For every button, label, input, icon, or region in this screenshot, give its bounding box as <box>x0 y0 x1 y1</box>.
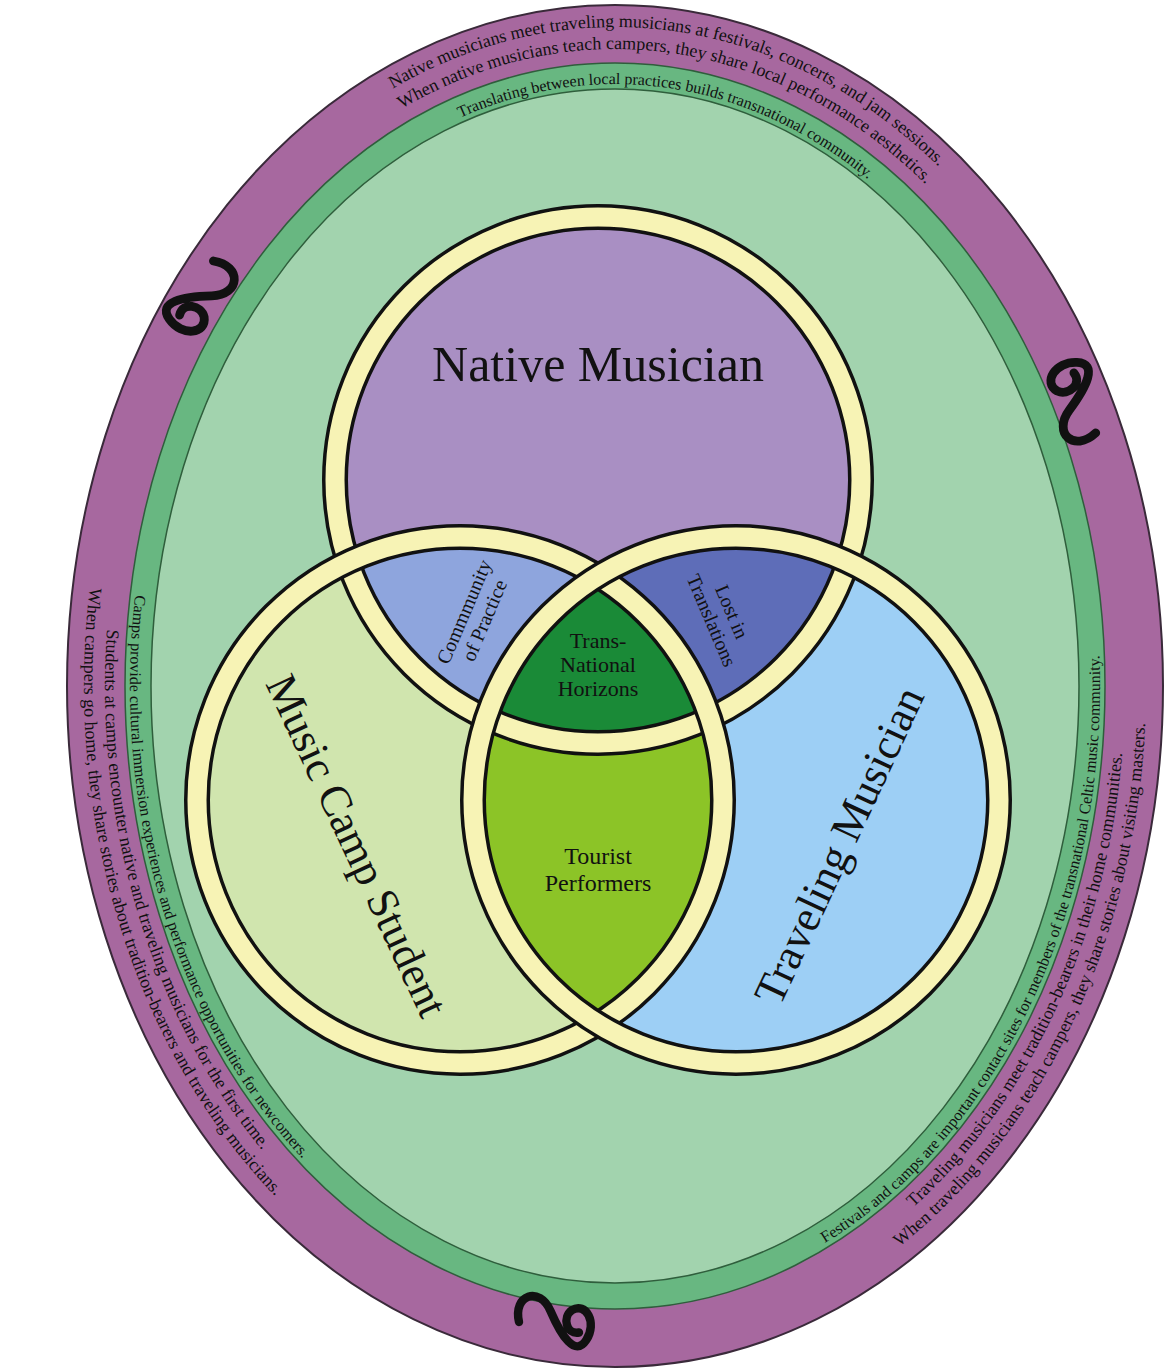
overlap-region: Commmunity of Practice <box>429 552 518 680</box>
ring-band <box>473 537 999 1063</box>
circle-label: Traveling Musician <box>741 675 939 1017</box>
ring-outline <box>335 217 861 743</box>
native-fill <box>335 217 861 743</box>
label-wrap: Traveling Musician <box>741 675 939 1017</box>
overlap-region: Lost in Translations <box>677 552 766 680</box>
purple-band-shape <box>67 5 1163 1367</box>
circle-label: Music Camp Student <box>251 662 461 1029</box>
circle-label: Native Musician <box>428 334 768 396</box>
clef-ornament <box>161 251 240 341</box>
inner-ground <box>151 89 1079 1283</box>
overlap-region: Trans- National Horizons <box>547 628 649 702</box>
region-label: Tourist Performers <box>533 843 663 897</box>
ring-band <box>335 217 861 743</box>
ring-outline <box>473 537 999 1063</box>
ring-text: When campers go home, they share stories… <box>80 587 287 1199</box>
overlap-region: Tourist Performers <box>532 842 664 898</box>
clef-ornament <box>1042 357 1112 446</box>
ring-text: Translating between local practices buil… <box>455 70 877 182</box>
label-wrap: Music Camp Student <box>251 662 461 1029</box>
clef-ornament <box>514 1294 594 1348</box>
region-label: Lost in Translations <box>679 553 766 679</box>
region-label: Trans- National Horizons <box>548 629 648 701</box>
ring-text: When native musicians teach campers, the… <box>394 33 937 187</box>
label-wrap: Native Musician <box>428 334 768 396</box>
ring-text: When traveling musicians teach campers, … <box>889 722 1149 1250</box>
green-band-shape <box>125 63 1105 1309</box>
region-label: Commmunity of Practice <box>431 553 518 679</box>
